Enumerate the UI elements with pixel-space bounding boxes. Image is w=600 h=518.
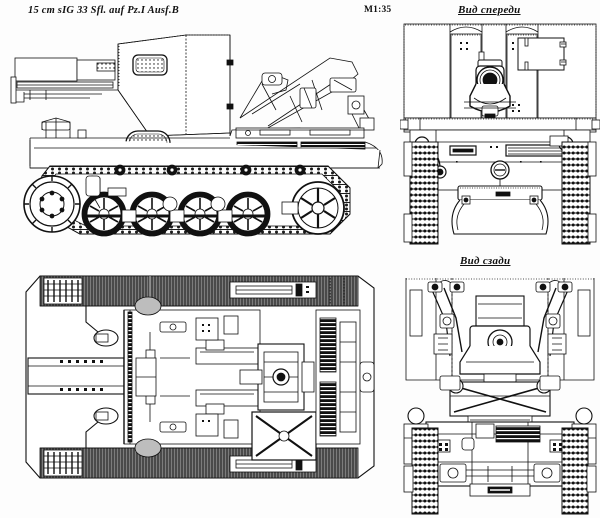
fender-upper: [39, 275, 359, 307]
gun-muzzle: [464, 51, 516, 128]
track-left-rear: [403, 427, 439, 515]
plan-view: [0, 262, 398, 492]
engine-bay-plan: [315, 309, 375, 445]
front-elevation-view: [400, 18, 600, 250]
elevating-gear: [427, 281, 573, 357]
interior-details: [135, 315, 239, 439]
rear-bulkhead-panel: [251, 411, 317, 461]
rear-elevation-view: [400, 270, 600, 518]
idler-wheel: [281, 181, 345, 235]
scale-label: M1:35: [364, 5, 392, 15]
trail-mount: [439, 375, 561, 427]
track-right: [561, 141, 597, 245]
front-fittings: [43, 277, 119, 477]
gun-barrel: [10, 57, 119, 104]
gun-breech-rear: [459, 295, 541, 385]
drive-sprocket: [23, 175, 81, 233]
rear-view-label: Вид сзади: [460, 255, 511, 267]
road-wheels: [81, 175, 271, 237]
track-left: [403, 141, 439, 245]
hull-nose: [451, 185, 549, 235]
gun-trail-structure: [239, 57, 375, 139]
upper-hatch: [132, 54, 168, 76]
page-title: 15 cm sIG 33 Sfl. auf Pz.I Ausf.B: [28, 5, 179, 16]
front-view-label: Вид спереди: [458, 4, 521, 16]
track-right-rear: [561, 427, 597, 515]
breech-plan: [239, 343, 315, 411]
side-elevation-view: [0, 18, 398, 258]
rear-hull-plate: [425, 421, 575, 497]
return-rollers: [114, 164, 306, 176]
